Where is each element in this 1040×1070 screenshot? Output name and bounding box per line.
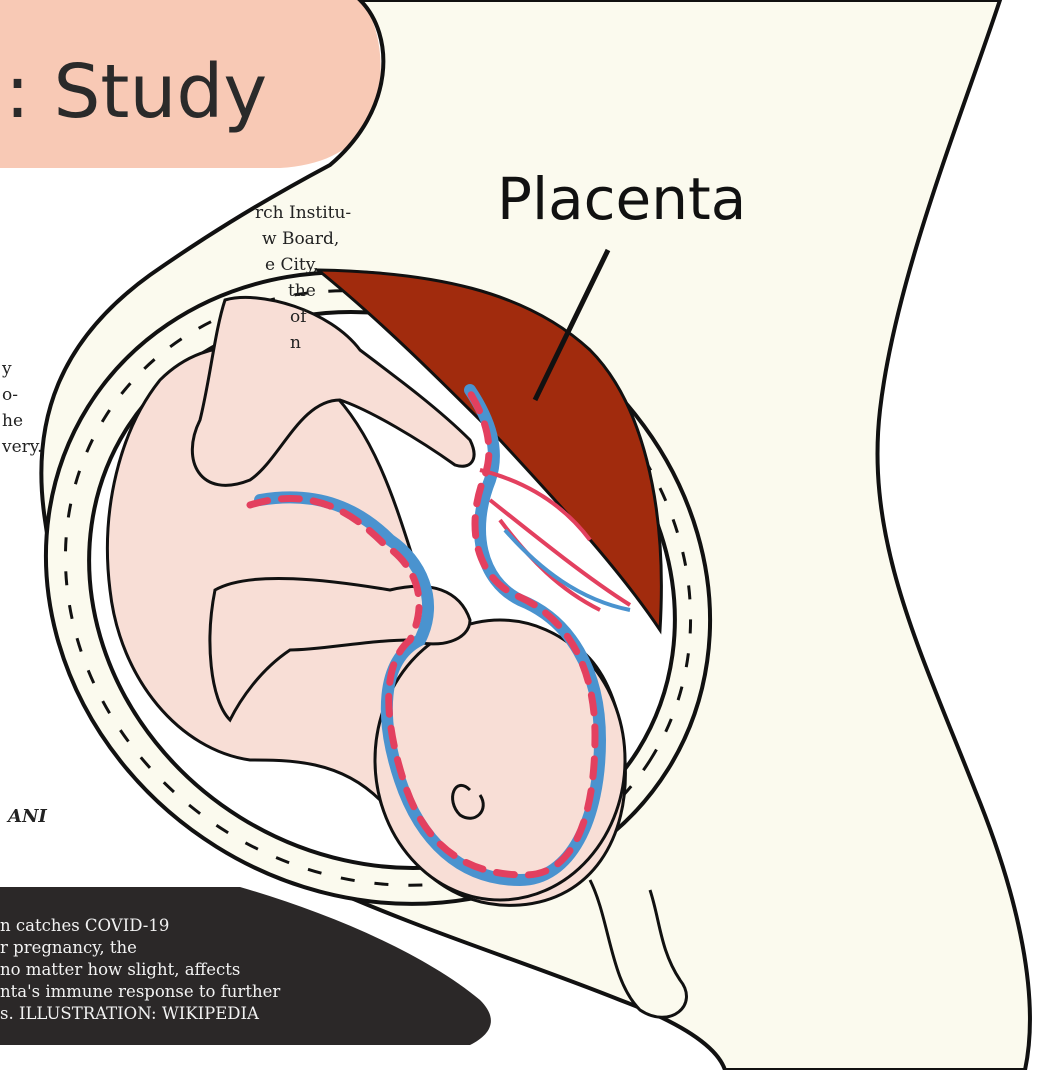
article-line: w Board,	[0, 226, 351, 252]
article-line: rch Institu-	[0, 200, 351, 226]
caption-line: n catches COVID-19	[0, 915, 280, 937]
article-text: rch Institu- w Board, e City, the of n y…	[0, 200, 351, 460]
caption-line: s. ILLUSTRATION: WIKIPEDIA	[0, 1003, 280, 1025]
article-line: he	[0, 408, 351, 434]
article-line: o-	[0, 382, 351, 408]
byline: ANI	[8, 806, 47, 827]
article-line: the	[0, 278, 351, 304]
placenta-label: Placenta	[497, 168, 746, 232]
article-line: y	[0, 356, 351, 382]
article-line: n	[0, 330, 351, 356]
caption-line: r pregnancy, the	[0, 937, 280, 959]
article-line: e City,	[0, 252, 351, 278]
illustration-caption: n catches COVID-19 r pregnancy, the no m…	[0, 915, 280, 1025]
article-line: very.	[0, 434, 351, 460]
article-line: of	[0, 304, 351, 330]
caption-line: no matter how slight, affects	[0, 959, 280, 981]
caption-line: nta's immune response to further	[0, 981, 280, 1003]
headline-text: : Study	[5, 55, 267, 129]
